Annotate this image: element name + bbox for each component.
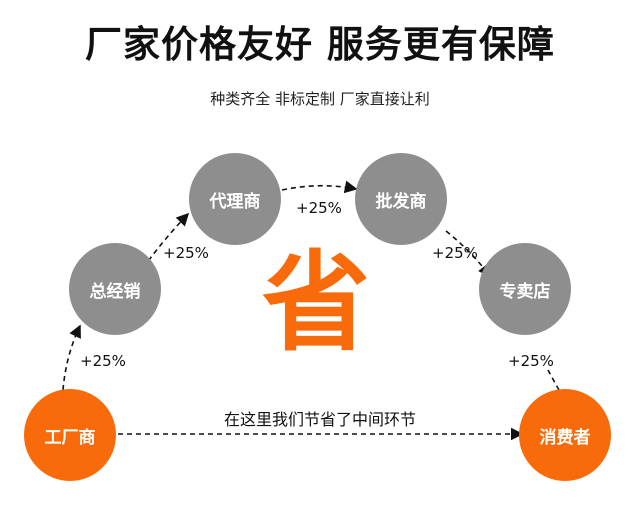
node-distributor: 总经销 — [69, 243, 161, 335]
node-label: 批发商 — [375, 191, 427, 212]
node-label: 工厂商 — [44, 427, 96, 448]
markup-label: +25% — [296, 199, 342, 217]
subtitle: 种类齐全 非标定制 厂家直接让利 — [210, 90, 430, 108]
node-agent: 代理商 — [189, 153, 281, 245]
arrow-agent-wholesaler — [281, 180, 358, 194]
node-label: 消费者 — [539, 427, 591, 448]
markup-label: +25% — [432, 244, 478, 262]
node-label: 代理商 — [209, 191, 261, 212]
node-consumer: 消费者 — [519, 389, 611, 481]
page-title: 厂家价格友好 服务更有保障 — [85, 23, 555, 66]
node-factory: 工厂商 — [24, 389, 116, 481]
node-wholesaler: 批发商 — [355, 153, 447, 245]
arrow-distributor-agent — [142, 212, 190, 269]
node-label: 总经销 — [89, 281, 141, 302]
node-label: 专卖店 — [499, 281, 551, 302]
node-store: 专卖店 — [479, 243, 571, 335]
markup-label: +25% — [508, 352, 554, 370]
markup-label: +25% — [163, 244, 209, 262]
direct-note: 在这里我们节省了中间环节 — [223, 410, 416, 429]
markup-label: +25% — [80, 352, 126, 370]
save-character: 省 — [262, 241, 371, 366]
arrow-store-consumer — [547, 369, 567, 404]
arrow-factory-distributor — [62, 324, 81, 391]
